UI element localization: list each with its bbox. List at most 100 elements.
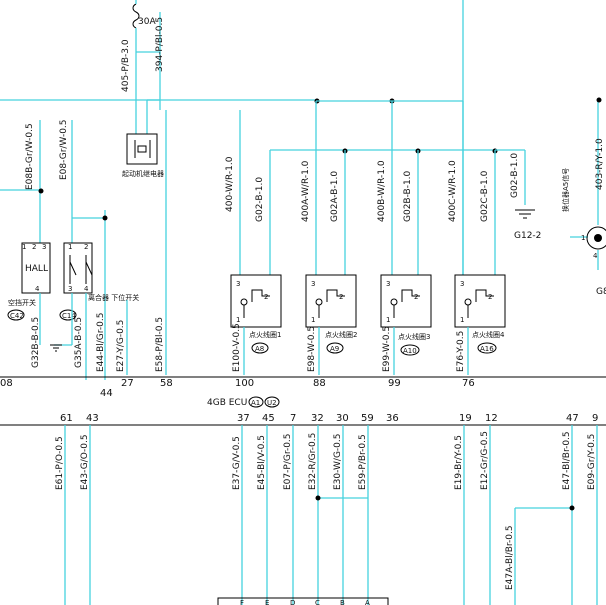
clutch-connector: C14 (62, 312, 76, 320)
wire-e12: E12-Gr/G-0.5 (480, 431, 490, 490)
ecu-pin-9: 9 (592, 413, 598, 424)
fuse-30a: 30A (132, 0, 156, 36)
wire-e08: E08-Gr/W-0.5 (59, 119, 69, 180)
svg-text:1: 1 (581, 234, 585, 242)
wire-e58: E58-P/Bl-0.5 (155, 317, 165, 372)
ecu-pin-37: 37 (237, 413, 250, 424)
ecu-pin-43: 43 (86, 413, 99, 424)
right-switch-label: 换位器A5信号 (561, 168, 570, 212)
hall-text: HALL (25, 264, 48, 274)
clutch-switch: 1 2 3 4 离合器 下位开关 C14 (59, 242, 139, 321)
ignition-coil-2: 3 2 1 点火线圈2 A9 (305, 274, 357, 354)
svg-text:2: 2 (84, 243, 88, 251)
ecu-pin-61: 61 (60, 413, 73, 424)
wire-e99: E99-W-0.5 (382, 326, 392, 372)
coil-2-connector: A9 (330, 345, 339, 353)
coil-wire-5: 400B-W/R-1.0 (377, 160, 387, 222)
wire-e61: E61-P/O-0.5 (55, 436, 65, 490)
ecu-pin-32: 32 (311, 413, 324, 424)
wire-e100: E100-V-0.5 (232, 323, 242, 372)
wire-g32b: G32B-B-0.5 (31, 317, 41, 368)
ecu-pin-27: 27 (121, 378, 134, 389)
svg-text:2: 2 (488, 293, 492, 301)
ecu-pin-12: 12 (485, 413, 498, 424)
wire-405: 405-P/B-3.0 (121, 39, 131, 92)
wire-e30: E30-W/G-0.5 (333, 434, 343, 491)
ecu-pin-30: 30 (336, 413, 349, 424)
wire-e59: E59-P/Br-0.5 (358, 434, 368, 490)
ignition-coil-3: 3 2 1 点火线圈3 A10 (380, 274, 432, 356)
ignition-coil-4: 3 2 1 点火线圈4 A16 (454, 274, 506, 354)
wire-e19: E19-Br/Y-0.5 (454, 435, 464, 490)
wire-e37: E37-G/V-0.5 (232, 436, 242, 490)
wire-g35a: G35A-B-0.5 (74, 317, 84, 368)
svg-text:2: 2 (264, 293, 268, 301)
coil-wire-8: G02C-B-1.0 (480, 170, 490, 222)
ecu-pin-45: 45 (262, 413, 275, 424)
coil-wire-4: G02A-B-1.0 (330, 171, 340, 222)
ecu-pin-44: 44 (100, 388, 113, 399)
svg-text:D: D (290, 599, 295, 605)
svg-text:1: 1 (236, 316, 240, 324)
svg-text:2: 2 (339, 293, 343, 301)
wire-e09: E09-Gr/Y-0.5 (587, 434, 597, 490)
svg-text:3: 3 (68, 285, 72, 293)
wire-e07: E07-P/Gr-0.5 (283, 433, 293, 490)
svg-text:4: 4 (35, 285, 40, 293)
ecu-pin-58: 58 (160, 378, 173, 389)
wire-e08b: E08B-Gr/W-0.5 (25, 123, 35, 190)
coil-wire-2: G02-B-1.0 (255, 177, 265, 222)
ecu-pin-100: 100 (235, 378, 254, 389)
coil-wire-6: G02B-B-1.0 (403, 170, 413, 222)
svg-text:1: 1 (386, 316, 390, 324)
wire-e47a: E47A-Bl/Br-0.5 (505, 525, 515, 590)
coil-1-connector: A8 (255, 345, 264, 353)
coil-wire-1: 400-W/R-1.0 (225, 156, 235, 212)
ecu-pin-99: 99 (388, 378, 401, 389)
coil-4-connector: A16 (480, 345, 494, 353)
neutral-switch-hall: 1 2 3 HALL 4 空挡开关 C42 (7, 242, 51, 321)
ignition-coil-1: 3 2 1 点火线圈1 A8 (230, 274, 282, 354)
svg-text:A1: A1 (251, 399, 260, 407)
ecu-label: 4GB ECU A1 U2 (207, 396, 280, 408)
svg-text:2: 2 (32, 243, 36, 251)
coil-3-name: 点火线圈3 (398, 332, 430, 341)
ecu-pin-88: 88 (313, 378, 326, 389)
fuse-label: 30A (138, 17, 156, 27)
wire-e76: E76-Y-0.5 (456, 331, 466, 372)
wire-e45: E45-Bl/V-0.5 (257, 435, 267, 490)
hall-connector: C42 (10, 312, 24, 320)
svg-text:1: 1 (311, 316, 315, 324)
svg-text:3: 3 (42, 243, 46, 251)
wire-394: 394-P/Bl-0.5 (155, 17, 165, 72)
ecu-pin-47: 47 (566, 413, 579, 424)
coil-2-name: 点火线圈2 (325, 330, 357, 339)
svg-text:A: A (365, 599, 370, 605)
svg-text:3: 3 (311, 280, 315, 288)
wire-e44: E44-Bl/Gr-0.5 (96, 313, 106, 372)
coil-3-connector: A10 (403, 347, 417, 355)
coil-wire-7: 400C-W/R-1.0 (448, 160, 458, 222)
starter-relay: 起动机继电器 (122, 133, 164, 178)
svg-text:1: 1 (460, 316, 464, 324)
svg-text:4: 4 (593, 252, 598, 260)
svg-text:3: 3 (236, 280, 240, 288)
coil-wire-3: 400A-W/R-1.0 (301, 160, 311, 222)
svg-text:2: 2 (414, 293, 418, 301)
ground-g12: G12-2 (514, 231, 541, 241)
wire-e27: E27-Y/G-0.5 (116, 320, 126, 372)
coil-4-name: 点火线圈4 (472, 330, 505, 339)
svg-text:E: E (265, 599, 269, 605)
svg-text:3: 3 (386, 280, 390, 288)
wire-403: 403-R/Y-1.0 (595, 138, 605, 190)
svg-text:C: C (315, 599, 320, 605)
svg-text:F: F (240, 599, 244, 605)
wire-e32: E32-R/Gr-0.5 (308, 433, 318, 490)
relay-label: 起动机继电器 (122, 169, 164, 178)
svg-text:1: 1 (22, 243, 26, 251)
hall-name: 空挡开关 (8, 298, 36, 307)
ecu-pin-19: 19 (459, 413, 472, 424)
svg-text:3: 3 (460, 280, 464, 288)
